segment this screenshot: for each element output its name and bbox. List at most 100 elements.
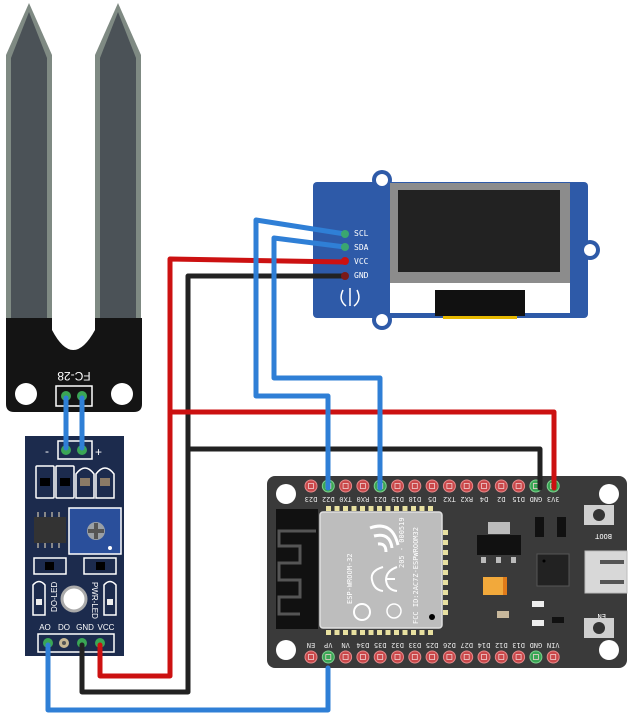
module-pad: [385, 506, 391, 511]
wire-sensor-vcc: [97, 256, 348, 679]
esp32-bottom-pin-label: GND: [530, 641, 543, 649]
esp32-bottom-pin-label: EN: [307, 641, 315, 649]
module-pad: [326, 506, 331, 511]
oled-pin-vcc[interactable]: [341, 257, 349, 265]
module-pad: [443, 570, 448, 575]
esp32-top-pin-label: D19: [391, 495, 404, 503]
esp32-bottom-pin-pad: [411, 654, 418, 660]
wire-scl-d22: [253, 217, 348, 491]
esp32-top-pin-label: GND: [530, 495, 543, 503]
esp32-top-pin-rx2[interactable]: [460, 479, 474, 493]
esp32-bottom-pin-pad: [342, 654, 349, 660]
probe-mount-hole-left: [15, 383, 37, 405]
oled-ribbon: [435, 290, 525, 316]
esp32-bottom-pin-pad: [429, 654, 436, 660]
comparator-ic: [34, 517, 66, 543]
esp32-bottom-pin-d27[interactable]: [460, 650, 474, 664]
esp32-bottom-pin-d14[interactable]: [477, 650, 491, 664]
esp32-bottom-pin-vp[interactable]: [321, 650, 335, 664]
wire-sda-d21: [271, 235, 383, 491]
module-pad: [360, 506, 365, 511]
esp32-top-pin-rx0[interactable]: [356, 479, 370, 493]
module-pad: [428, 506, 433, 511]
esp32-bottom-pin-pad: [481, 654, 487, 660]
esp32-top-pin-pad: [446, 483, 453, 489]
module-pad: [428, 630, 433, 635]
module-pad: [326, 630, 331, 635]
wire-sensor-gnd: [79, 273, 348, 695]
esp32-bottom-pin-d34[interactable]: [356, 650, 370, 664]
esp32-bottom-pin-d33[interactable]: [408, 650, 422, 664]
module-pad: [443, 530, 448, 535]
espressif-logo-icon: [369, 524, 400, 553]
usb-port[interactable]: [584, 550, 628, 594]
esp32-antenna: [276, 509, 318, 629]
en-button[interactable]: [584, 618, 614, 638]
module-pad: [402, 630, 408, 635]
module-pad: [351, 506, 357, 511]
esp32-top-pin-tx2[interactable]: [442, 479, 456, 493]
esp32-bottom-pin-pad: [446, 654, 453, 660]
usb-uart-chip: [536, 553, 570, 587]
esp32-board: ESP-WROOM-32 FCC ID:2AC7Z-ESPWROOM32 205…: [267, 476, 628, 668]
esp32-bottom-pin-vn[interactable]: [339, 650, 353, 664]
esp32-top-pin-label: D22: [322, 495, 335, 503]
pwr-led-label: PWR-LED: [90, 582, 99, 619]
wire-esp-gnd: [185, 446, 543, 491]
esp32-bottom-pin-d25[interactable]: [425, 650, 439, 664]
oled-pin-gnd[interactable]: [341, 272, 349, 280]
esp32-bottom-pin-pad: [394, 654, 401, 660]
esp32-top-pin-pad: [498, 483, 505, 489]
ce-mark-icon: [370, 566, 398, 592]
sensor-pin-label-vcc: VCC: [98, 623, 115, 632]
module-pad: [394, 630, 399, 635]
esp32-top-pin-d5[interactable]: [425, 479, 439, 493]
esp32-top-pin-pad: [411, 483, 418, 489]
esp32-top-pin-d15[interactable]: [512, 479, 526, 493]
esp32-top-pin-pad: [342, 483, 349, 489]
esp32-bottom-pin-label: D14: [478, 641, 491, 649]
esp32-top-pin-d19[interactable]: [391, 479, 404, 493]
esp32-bottom-pin-pad: [498, 654, 505, 660]
esp32-bottom-pin-pad: [359, 654, 366, 660]
esp32-bottom-pin-d26[interactable]: [442, 650, 456, 664]
module-pad: [368, 506, 374, 511]
wire-esp-3v3: [167, 409, 557, 491]
oled-pin-label-scl: SCL: [354, 229, 369, 238]
esp32-bottom-pin-label: D27: [460, 641, 473, 649]
esp32-top-pin-tx0[interactable]: [339, 479, 353, 493]
module-pad: [443, 540, 448, 545]
voltage-regulator: [477, 535, 521, 555]
module-pad: [377, 630, 382, 635]
esp32-bottom-pin-gnd[interactable]: [529, 650, 543, 664]
module-pad: [411, 506, 416, 511]
esp32-bottom-pin-en[interactable]: [304, 650, 318, 664]
esp32-bottom-pin-label: D34: [357, 641, 370, 649]
module-pad: [419, 630, 425, 635]
esp32-bottom-pin-label: D32: [391, 641, 404, 649]
module-pad: [443, 590, 448, 595]
esp32-top-pin-d4[interactable]: [477, 479, 491, 493]
module-pad: [443, 610, 448, 615]
sensor-pin-label-gnd: GND: [76, 623, 94, 632]
esp32-top-pin-label: D15: [512, 495, 525, 503]
sensor-module: - +: [25, 436, 124, 656]
module-pad: [343, 506, 348, 511]
oled-pin-sda[interactable]: [341, 243, 349, 251]
esp32-top-pin-label: D18: [408, 495, 421, 503]
esp32-top-pin-label: RX2: [460, 495, 473, 503]
esp32-bottom-pin-label: D33: [408, 641, 421, 649]
boot-button[interactable]: [584, 505, 614, 525]
esp32-top-pin-d18[interactable]: [408, 479, 422, 493]
esp32-bottom-pin-d32[interactable]: [391, 650, 404, 664]
esp32-bottom-pin-vin[interactable]: [546, 650, 560, 664]
esp32-top-pin-d23[interactable]: [304, 479, 318, 493]
esp32-bottom-pin-d35[interactable]: [373, 650, 387, 664]
esp32-bottom-pin-label: D26: [443, 641, 456, 649]
esp32-bottom-pin-d13[interactable]: [512, 650, 526, 664]
oled-pin-label-vcc: VCC: [354, 257, 369, 266]
oled-pin-scl[interactable]: [341, 230, 349, 238]
esp32-top-pin-d2[interactable]: [494, 479, 508, 493]
esp32-bottom-pin-d12[interactable]: [494, 650, 508, 664]
